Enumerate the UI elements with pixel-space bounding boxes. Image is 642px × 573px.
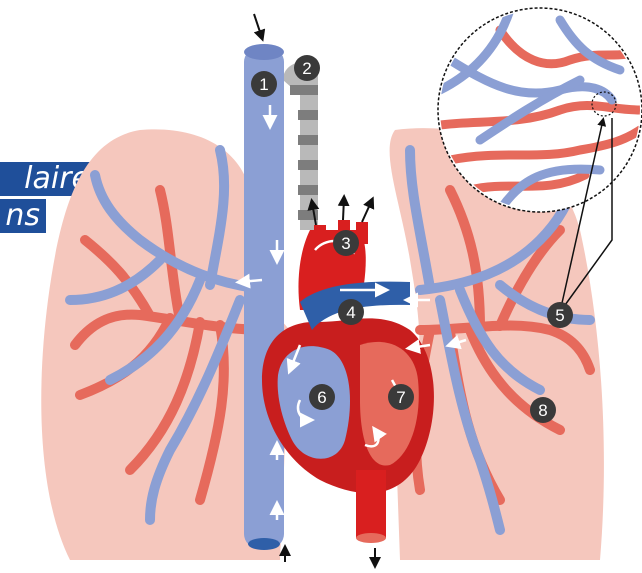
marker-2: 2 bbox=[294, 55, 320, 81]
inflow-arrow-icon bbox=[254, 14, 262, 38]
svg-text:8: 8 bbox=[538, 401, 547, 420]
svg-text:3: 3 bbox=[341, 234, 350, 253]
svg-text:4: 4 bbox=[346, 303, 355, 322]
svg-text:6: 6 bbox=[317, 388, 326, 407]
svg-text:2: 2 bbox=[302, 59, 311, 78]
marker-1: 1 bbox=[251, 71, 277, 97]
vena-cava bbox=[244, 44, 284, 550]
outflow-arrow-icon bbox=[362, 200, 372, 222]
svg-text:5: 5 bbox=[555, 306, 564, 325]
marker-7: 7 bbox=[388, 384, 414, 410]
marker-4: 4 bbox=[338, 299, 364, 325]
outflow-arrow-icon bbox=[343, 198, 344, 220]
marker-3: 3 bbox=[333, 230, 359, 256]
svg-text:1: 1 bbox=[259, 75, 268, 94]
marker-6: 6 bbox=[309, 384, 335, 410]
svg-text:7: 7 bbox=[396, 388, 405, 407]
marker-8: 8 bbox=[530, 397, 556, 423]
marker-5: 5 bbox=[547, 302, 573, 328]
